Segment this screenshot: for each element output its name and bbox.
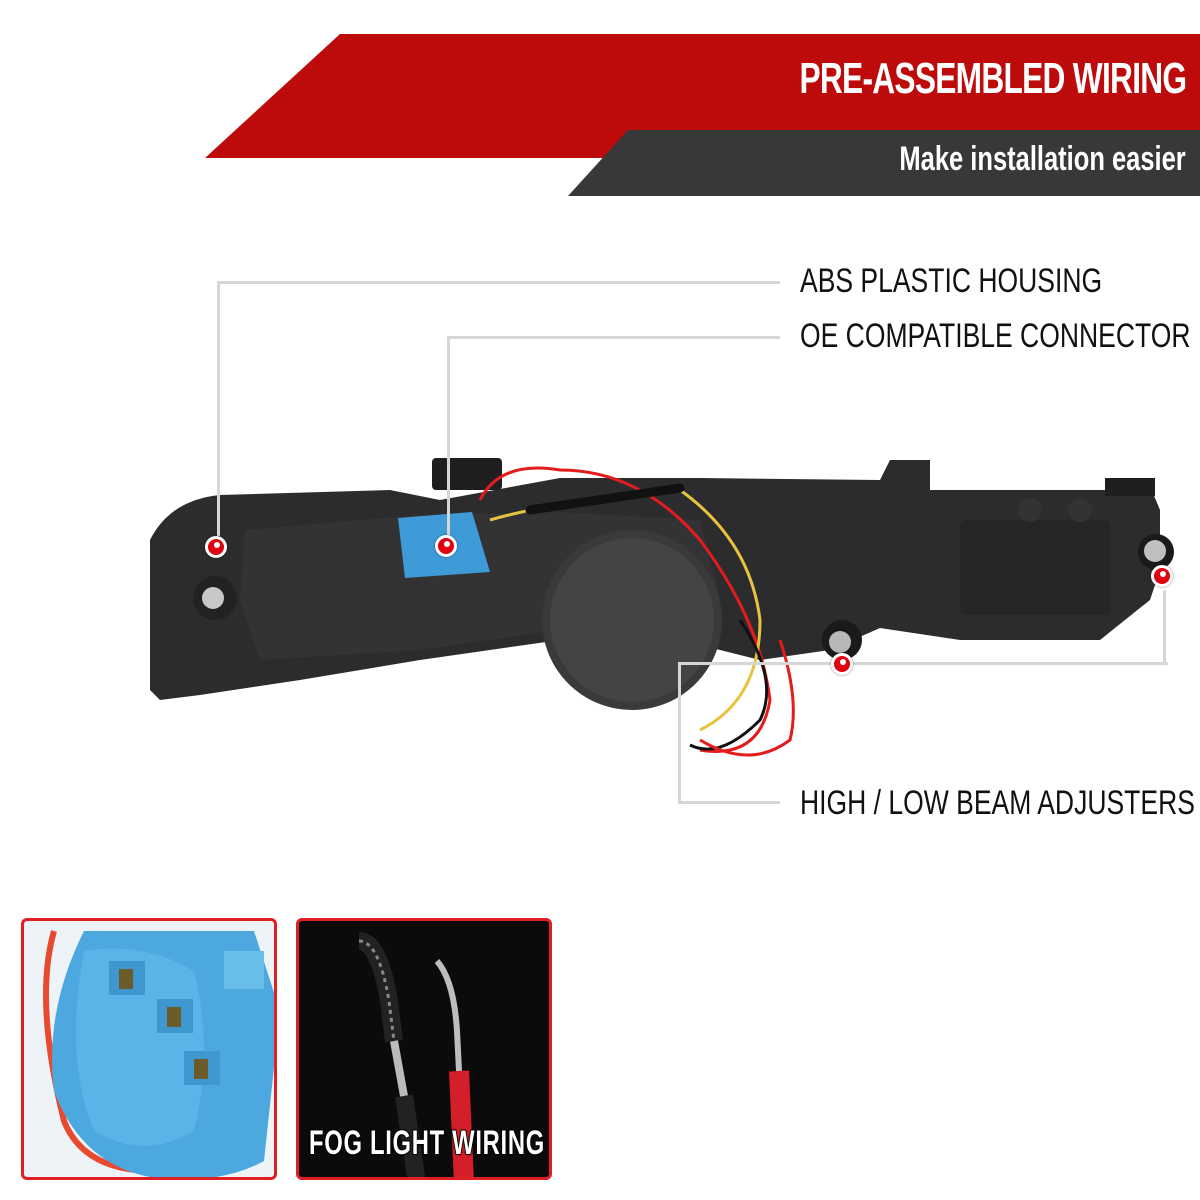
adjuster-marker-dot-1 <box>831 653 853 675</box>
connector-marker-dot <box>435 535 457 557</box>
callout-line-housing-v <box>217 281 220 536</box>
connector-closeup-image <box>43 930 274 1177</box>
housing-marker-dot <box>205 536 227 558</box>
callout-line-housing-h <box>217 281 780 284</box>
callout-line-adjusters-h2 <box>678 801 780 804</box>
red-banner-shape <box>205 34 1200 158</box>
adjuster-marker-dot-2 <box>1151 565 1173 587</box>
callout-oe-connector: OE COMPATIBLE CONNECTOR <box>800 317 1191 355</box>
headlamp-image <box>150 458 1174 757</box>
dark-banner-shape <box>568 130 1200 196</box>
callout-line-connector-h <box>447 336 780 339</box>
callout-beam-adjusters: HIGH / LOW BEAM ADJUSTERS <box>800 784 1195 822</box>
inset-connector-closeup <box>21 918 277 1180</box>
inset-fog-light-wiring: FOG LIGHT WIRING <box>296 918 552 1180</box>
fog-wiring-closeup-image <box>357 932 474 1177</box>
callout-line-adjusters-h1 <box>678 662 1168 665</box>
page-subtitle: Make installation easier <box>899 140 1186 178</box>
header-banner <box>205 34 1200 196</box>
callout-line-adjusters-v2 <box>678 662 681 802</box>
fog-light-wiring-label: FOG LIGHT WIRING <box>308 1123 545 1163</box>
callout-line-connector-v <box>447 336 450 536</box>
page-title: PRE-ASSEMBLED WIRING <box>799 54 1187 103</box>
callout-line-adjusters-v1 <box>1163 590 1166 664</box>
callout-abs-housing: ABS PLASTIC HOUSING <box>800 262 1103 300</box>
